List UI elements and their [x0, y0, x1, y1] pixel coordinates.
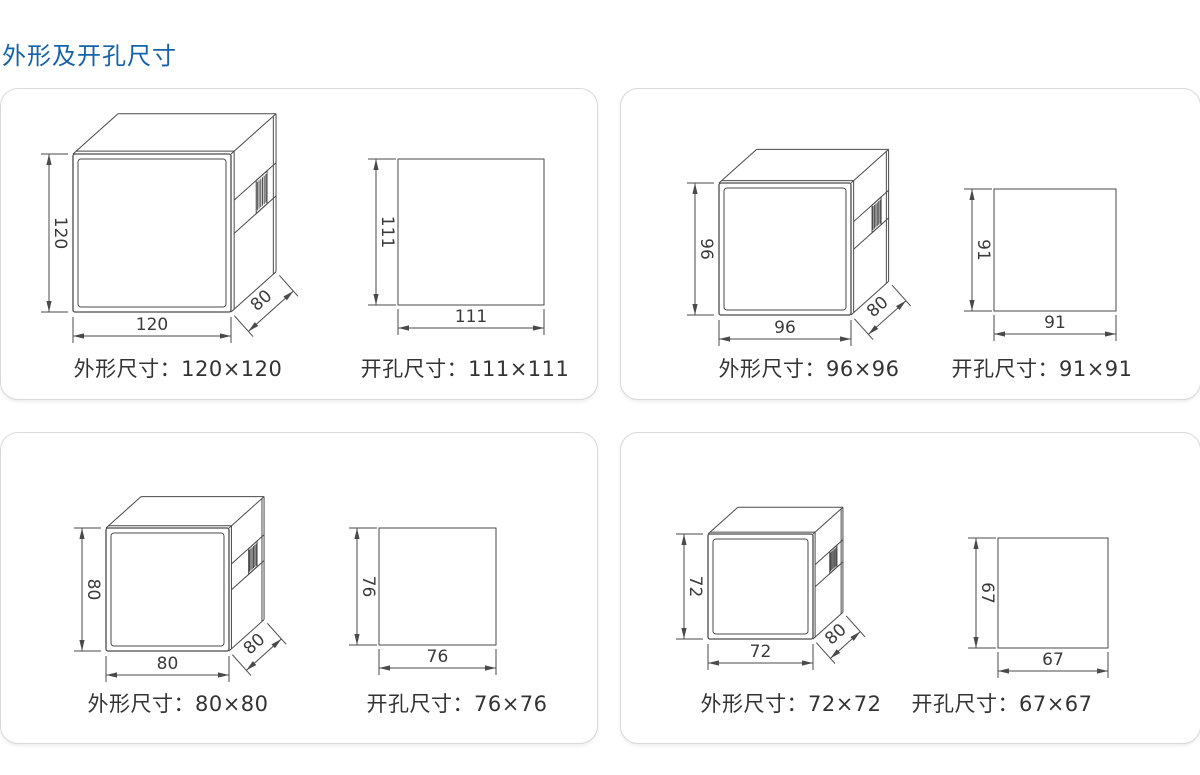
hole-height-dim: 91: [973, 239, 993, 261]
cutout-square-drawing: 76 76: [349, 527, 497, 675]
iso-meter-drawing: 72 72 80: [676, 506, 866, 670]
hole-height-dim: 67: [977, 582, 997, 604]
iso-meter-drawing: 120 120 80: [41, 113, 299, 343]
hole-height-dim: 111: [377, 216, 397, 248]
outline-size-caption: 外形尺寸：72×72: [700, 692, 882, 716]
depth-dim: 80: [247, 286, 276, 315]
dimension-drawing-120: 120 120 80 111 111: [41, 113, 545, 343]
outline-size-caption: 外形尺寸：96×96: [718, 357, 900, 381]
mounting-clip: [871, 195, 882, 234]
panel-card-80x80: 80 80 80 76 76 外形尺寸：80×80 开孔尺寸：76×76: [0, 432, 598, 744]
front-width-dim: 120: [136, 315, 168, 335]
iso-meter-drawing: 80 80 80: [74, 496, 287, 682]
hole-width-dim: 76: [427, 647, 449, 667]
front-width-dim: 80: [157, 654, 179, 674]
depth-dim: 80: [821, 620, 850, 649]
dimension-drawing-72: 72 72 80 67 67: [676, 506, 1109, 678]
depth-dim: 80: [240, 630, 269, 659]
panel-card-120x120: 120 120 80 111 111 外形尺寸：120×120 开孔尺寸：111×111: [0, 88, 598, 400]
front-height-dim: 80: [83, 579, 103, 601]
cutout-size-caption: 开孔尺寸：91×91: [951, 357, 1133, 381]
front-width-dim: 72: [750, 642, 772, 662]
cutout-size-caption: 开孔尺寸：111×111: [360, 357, 570, 381]
mounting-clip: [829, 544, 838, 575]
front-width-dim: 96: [774, 318, 796, 338]
front-height-dim: 72: [685, 576, 705, 598]
hole-width-dim: 67: [1042, 650, 1064, 670]
cutout-square-drawing: 67 67: [968, 537, 1109, 678]
iso-meter-drawing: 96 96 80: [687, 148, 911, 346]
dimension-drawing-96: 96 96 80 91 91: [687, 148, 1117, 346]
mounting-clip: [248, 539, 258, 576]
outline-size-caption: 外形尺寸：80×80: [87, 692, 269, 716]
outline-size-caption: 外形尺寸：120×120: [73, 357, 283, 381]
cutout-square-drawing: 91 91: [964, 188, 1117, 341]
front-height-dim: 96: [696, 238, 716, 260]
dimension-drawing-80: 80 80 80 76 76: [74, 496, 497, 682]
cutout-size-caption: 开孔尺寸：76×76: [366, 692, 548, 716]
cutout-size-caption: 开孔尺寸：67×67: [911, 692, 1093, 716]
hole-width-dim: 91: [1044, 313, 1066, 333]
front-height-dim: 120: [50, 217, 70, 249]
cutout-square-drawing: 111 111: [368, 158, 545, 335]
depth-dim: 80: [863, 292, 892, 321]
hole-height-dim: 76: [358, 576, 378, 598]
mounting-clip: [255, 169, 268, 215]
page-title: 外形及开孔尺寸: [2, 42, 177, 70]
panel-card-72x72: 72 72 80 67 67 外形尺寸：72×72 开孔尺寸：67×67: [620, 432, 1200, 744]
hole-width-dim: 111: [455, 307, 487, 327]
panel-card-96x96: 96 96 80 91 91 外形尺寸：96×96 开孔尺寸：91×91: [620, 88, 1200, 400]
